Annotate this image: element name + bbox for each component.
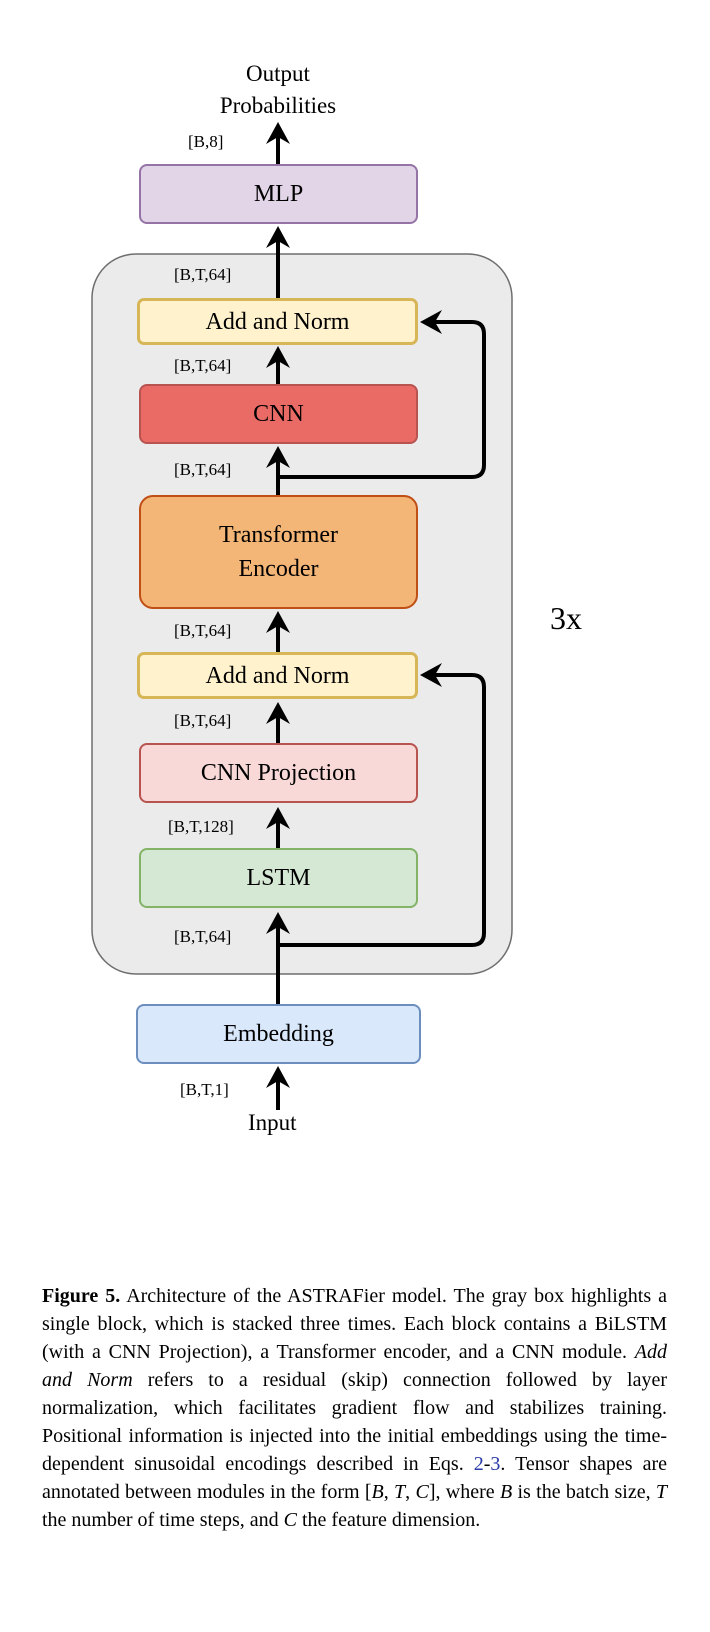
output-probabilities-label: Output Probabilities	[168, 58, 388, 122]
shape-above-add-norm-bottom: [B,T,64]	[174, 621, 232, 640]
shape-mlp-out: [B,8]	[188, 132, 224, 151]
lstm-block: LSTM	[139, 848, 418, 908]
caption-form-t: T	[394, 1481, 406, 1503]
caption-part2: refers to a residual (skip) connection f…	[42, 1369, 667, 1475]
cnn-projection-label: CNN Projection	[200, 760, 357, 786]
add-norm-top-block: Add and Norm	[137, 298, 418, 345]
input-label: Input	[248, 1110, 297, 1135]
embedding-block: Embedding	[136, 1004, 421, 1064]
caption-form-sep2: ,	[405, 1481, 416, 1503]
shape-block-in: [B,T,64]	[174, 927, 232, 946]
arrowhead-cnn	[266, 446, 290, 468]
caption-form-b: B	[371, 1481, 384, 1503]
mlp-block: MLP	[139, 164, 418, 224]
mlp-label: MLP	[253, 181, 304, 207]
caption-var-t: T	[655, 1481, 668, 1503]
cnn-label: CNN	[253, 401, 304, 427]
caption-add-norm-term: Add and Norm	[42, 1341, 667, 1391]
add-norm-bottom-block: Add and Norm	[137, 652, 418, 699]
caption-part6: the number of time steps, and	[42, 1509, 284, 1531]
arrowhead-skip-top	[420, 310, 442, 334]
arrowhead-cnnproj	[266, 807, 290, 829]
caption-var-b: B	[499, 1481, 513, 1503]
shape-input: [B,T,1]	[180, 1080, 229, 1099]
output-label-line1: Output	[246, 61, 310, 86]
repeat-count-label: 3x	[550, 600, 582, 636]
equation-ref-2[interactable]: 2	[473, 1453, 484, 1475]
arrowhead-transformer	[266, 611, 290, 633]
residual-skip-bottom	[278, 673, 486, 947]
transformer-encoder-block: Transformer Encoder	[139, 495, 418, 609]
caption-var-c: C	[283, 1509, 297, 1531]
shape-cnn-proj-out: [B,T,64]	[174, 711, 232, 730]
caption-form-c: C	[415, 1481, 429, 1503]
residual-skip-top	[278, 320, 486, 479]
caption-figure-label: Figure 5.	[42, 1285, 121, 1307]
add-norm-bottom-label: Add and Norm	[205, 662, 350, 689]
shape-transformer-out: [B,T,64]	[174, 460, 232, 479]
cnn-block: CNN	[139, 384, 418, 444]
shape-cnn-out: [B,T,64]	[174, 356, 232, 375]
caption-part7: the feature dimension.	[296, 1509, 481, 1531]
figure-caption: Figure 5. Architecture of the ASTRAFier …	[42, 1282, 667, 1534]
shape-above-add-norm-top: [B,T,64]	[174, 265, 232, 284]
transformer-label-line1: Transformer	[218, 522, 339, 548]
embedding-label: Embedding	[223, 1021, 334, 1047]
equation-ref-3[interactable]: 3	[490, 1453, 501, 1475]
arrowhead-output	[266, 122, 290, 144]
shape-lstm-out: [B,T,128]	[168, 817, 234, 836]
arrowhead-mlp	[266, 226, 290, 248]
arrowhead-embedding	[266, 1066, 290, 1088]
lstm-label: LSTM	[246, 865, 311, 891]
caption-part4: ], where	[428, 1481, 500, 1503]
cnn-projection-block: CNN Projection	[139, 743, 418, 803]
caption-eq-sep: -	[483, 1453, 491, 1475]
add-norm-top-label: Add and Norm	[205, 308, 350, 335]
caption-part1: Architecture of the ASTRAFier model. The…	[42, 1285, 667, 1363]
transformer-label-line2: Encoder	[238, 556, 319, 582]
output-label-line2: Probabilities	[219, 93, 337, 118]
arrowhead-lstm	[266, 912, 290, 934]
arrowhead-addnorm-bottom	[266, 702, 290, 724]
caption-form-sep1: ,	[383, 1481, 395, 1503]
caption-part5: is the batch size,	[512, 1481, 656, 1503]
arrowhead-skip-bottom	[420, 663, 442, 687]
caption-part3: . Tensor shapes are annotated between mo…	[42, 1453, 667, 1503]
arrowhead-addnorm-top	[266, 346, 290, 368]
